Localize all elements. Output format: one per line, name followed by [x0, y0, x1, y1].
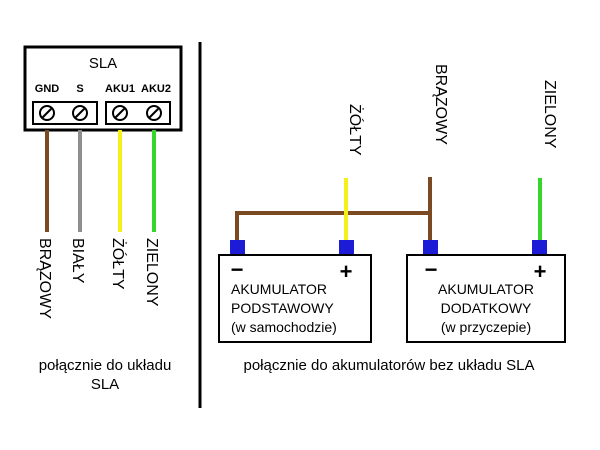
battery-main-line3: (w samochodzie) — [231, 319, 337, 335]
sla-module: SLA GND S AKU1 AKU2 — [23, 45, 183, 132]
wire-label-brazowy-right: BRĄZOWY — [432, 64, 449, 145]
battery-main-line2: PODSTAWOWY — [231, 300, 334, 316]
right-caption: połącznie do akumulatorów bez układu SLA — [243, 357, 534, 374]
battery-main-minus-sign: − — [231, 257, 244, 282]
battery-aux-plus-sign: + — [534, 259, 547, 284]
left-caption-line1: połącznie do układu — [39, 357, 172, 374]
battery-main-minus-terminal — [230, 240, 245, 254]
wire-label-zolty-left: ŻÓŁTY — [109, 238, 128, 290]
battery-aux-minus-terminal — [423, 240, 438, 254]
battery-main: − + AKUMULATOR PODSTAWOWY (w samochodzie… — [218, 254, 372, 343]
battery-aux-line1: AKUMULATOR — [438, 281, 534, 297]
battery-main-box — [218, 254, 372, 343]
screw-terminal-icon — [112, 105, 128, 121]
wire-label-zielony-right: ZIELONY — [541, 80, 558, 149]
terminal-label-aku1: AKU1 — [105, 83, 135, 95]
sla-module-title: SLA — [89, 55, 117, 72]
left-caption-line2: SLA — [91, 376, 119, 393]
battery-aux-line2: DODATKOWY — [441, 300, 532, 316]
wire-brown-bus — [235, 211, 430, 243]
battery-main-line1: AKUMULATOR — [231, 281, 327, 297]
screw-terminal-icon — [39, 105, 55, 121]
wire-label-zielony-left: ZIELONY — [143, 238, 160, 307]
battery-aux-minus-sign: − — [425, 257, 438, 282]
wire-label-brazowy: BRĄZOWY — [36, 238, 53, 319]
screw-terminal-icon — [72, 105, 88, 121]
screw-terminal-icon — [146, 105, 162, 121]
terminal-label-gnd: GND — [35, 83, 60, 95]
battery-aux-plus-terminal — [532, 240, 547, 254]
wire-label-zolty-right: ŻÓŁTY — [346, 104, 365, 156]
battery-aux-box — [406, 254, 566, 343]
battery-aux-line3: (w przyczepie) — [441, 319, 531, 335]
battery-main-plus-sign: + — [340, 259, 353, 284]
terminal-label-s: S — [76, 83, 83, 95]
battery-aux: − + AKUMULATOR DODATKOWY (w przyczepie) — [406, 254, 566, 343]
wire-label-bialy: BIAŁY — [69, 238, 86, 284]
battery-main-plus-terminal — [339, 240, 354, 254]
terminal-label-aku2: AKU2 — [141, 83, 171, 95]
